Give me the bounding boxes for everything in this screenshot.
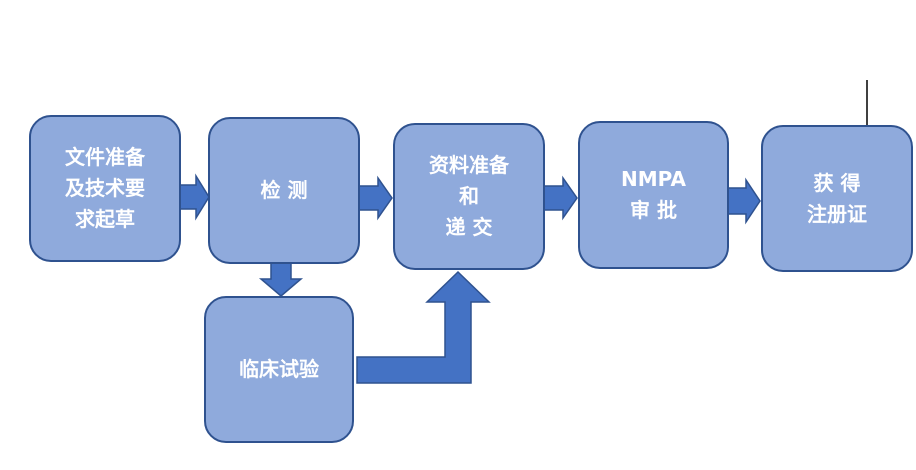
node-testing: 检 测 <box>208 117 360 264</box>
node-label-line: 求起草 <box>75 207 135 231</box>
node-label-line: NMPA <box>621 167 686 191</box>
node-obtain-certificate: 获 得 注册证 <box>761 125 913 272</box>
node-clinical-trial: 临床试验 <box>204 296 354 443</box>
node-label-line: 文件准备 <box>65 145 145 169</box>
arrow-docs-to-testing <box>179 173 210 221</box>
arrow-clinical-to-prep <box>356 270 491 384</box>
node-label-line: 注册证 <box>807 201 867 226</box>
node-label-line: 和 <box>459 184 479 208</box>
arrow-prep-to-nmpa <box>543 175 578 221</box>
node-label-line: 获 得 <box>813 170 861 195</box>
node-label-line: 审 批 <box>630 198 677 222</box>
node-document-preparation: 文件准备 及技术要 求起草 <box>29 115 181 262</box>
arrow-testing-to-clinical <box>258 262 304 297</box>
arrow-testing-to-prep <box>358 175 393 221</box>
node-label-line: 检 测 <box>260 178 308 202</box>
node-label-line: 临床试验 <box>239 357 319 381</box>
node-nmpa-approval: NMPA 审 批 <box>578 121 729 269</box>
node-label-line: 递 交 <box>445 215 493 239</box>
node-label-line: 及技术要 <box>65 176 145 200</box>
arrow-nmpa-to-cert <box>727 177 761 225</box>
node-label-line: 资料准备 <box>429 153 509 177</box>
node-dossier-submission: 资料准备 和 递 交 <box>393 123 545 270</box>
